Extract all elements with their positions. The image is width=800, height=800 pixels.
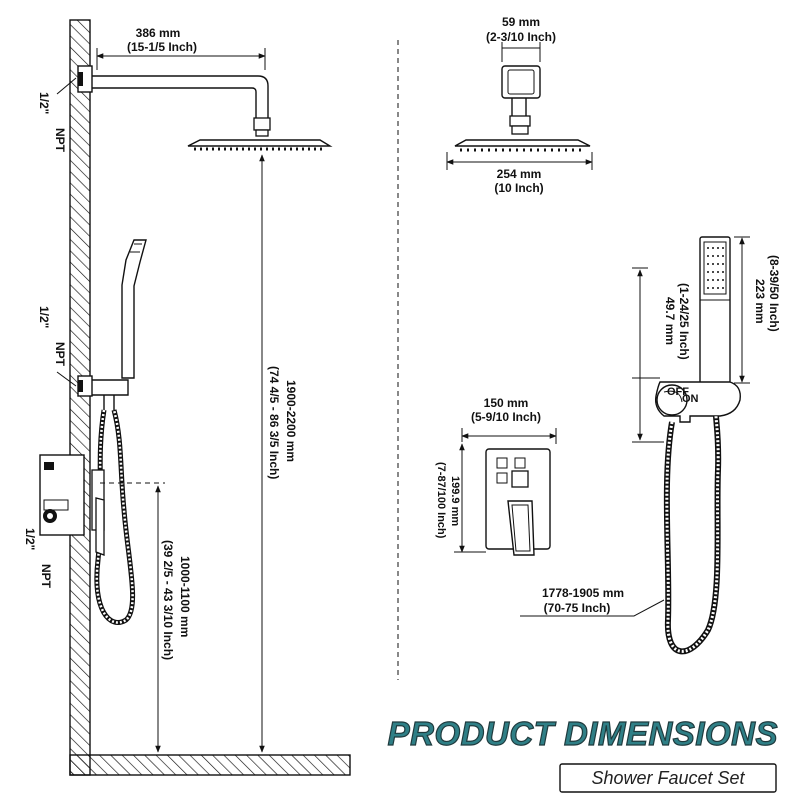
connector-label-mid: 1/2" NPT — [37, 306, 67, 367]
svg-text:223 mm: 223 mm — [753, 279, 767, 324]
product-banner: PRODUCT DIMENSIONS Shower Faucet Set — [387, 714, 778, 793]
valve-height-label: 1000-1100 mm (39 2/5 - 43 3/10 Inch) — [161, 540, 192, 660]
svg-text:ON: ON — [682, 393, 699, 405]
rain-head-side-view — [454, 65, 591, 152]
diverter-holder: OFF ON — [654, 381, 741, 423]
head-width-dimension: 254 mm (10 Inch) — [446, 152, 593, 195]
shower-arm — [77, 65, 271, 137]
svg-text:OFF: OFF — [667, 386, 689, 398]
head-width-mm: 254 mm — [497, 167, 542, 181]
svg-text:NPT: NPT — [53, 128, 67, 153]
flange-width-mm: 59 mm — [502, 15, 540, 29]
total-height-label: 1900-2200 mm (74 4/5 - 86 3/5 Inch) — [267, 366, 298, 479]
connector-label-top: 1/2" NPT — [37, 92, 67, 153]
wall-section — [69, 19, 91, 776]
flange-width-dimension: 59 mm (2-3/10 Inch) — [486, 15, 556, 62]
plate-height-label: 199.9 mm (7-87/100 Inch) — [435, 462, 461, 539]
valve-body — [39, 454, 105, 556]
valve-height-dimension — [100, 482, 165, 753]
arm-length-mm: 386 mm — [136, 26, 181, 40]
banner-title: PRODUCT DIMENSIONS — [388, 715, 778, 752]
connector-label-valve: 1/2" NPT — [23, 528, 53, 589]
hose-length-dimension: 1778-1905 mm (70-75 Inch) — [520, 586, 665, 617]
rain-shower-head — [187, 139, 333, 151]
svg-text:1000-1100 mm: 1000-1100 mm — [178, 556, 192, 637]
floor-section — [69, 754, 351, 776]
plate-width-inch: (5-9/10 Inch) — [471, 410, 541, 424]
handheld-width-label: 49.7 mm (1-24/25 Inch) — [663, 283, 691, 360]
svg-text:1900-2200 mm: 1900-2200 mm — [284, 380, 298, 462]
svg-text:49.7 mm: 49.7 mm — [663, 297, 677, 345]
arm-length-dimension: 386 mm (15-1/5 Inch) — [96, 26, 266, 70]
banner-subtitle: Shower Faucet Set — [591, 768, 745, 788]
svg-text:1/2": 1/2" — [37, 92, 51, 114]
handheld-hose — [663, 415, 722, 655]
svg-text:(7-87/100 Inch): (7-87/100 Inch) — [435, 462, 447, 539]
svg-text:(39 2/5 - 43 3/10 Inch): (39 2/5 - 43 3/10 Inch) — [161, 540, 175, 660]
plate-height-dimension — [454, 443, 486, 553]
handheld-length-dimension — [734, 236, 750, 384]
flange-width-inch: (2-3/10 Inch) — [486, 30, 556, 44]
handheld-length-label: 223 mm (8-39/50 Inch) — [753, 255, 781, 332]
svg-text:NPT: NPT — [53, 342, 67, 367]
plate-width-mm: 150 mm — [484, 396, 529, 410]
arm-length-inch: (15-1/5 Inch) — [127, 40, 197, 54]
svg-text:1/2": 1/2" — [37, 306, 51, 328]
svg-text:(8-39/50 Inch): (8-39/50 Inch) — [767, 255, 781, 332]
wall-handheld-shower — [77, 239, 147, 410]
plate-width-dimension: 150 mm (5-9/10 Inch) — [461, 396, 557, 444]
trim-plate — [485, 448, 551, 556]
svg-text:(1-24/25 Inch): (1-24/25 Inch) — [677, 283, 691, 360]
hose-length-mm: 1778-1905 mm — [542, 586, 624, 600]
svg-text:1/2": 1/2" — [23, 528, 37, 550]
handheld-width-dimension — [632, 267, 664, 443]
head-width-inch: (10 Inch) — [494, 181, 543, 195]
svg-text:NPT: NPT — [39, 564, 53, 589]
handheld-shower — [699, 236, 731, 384]
svg-text:199.9 mm: 199.9 mm — [449, 476, 461, 526]
svg-text:(74 4/5 - 86 3/5 Inch): (74 4/5 - 86 3/5 Inch) — [267, 366, 281, 479]
hose-length-inch: (70-75 Inch) — [544, 601, 611, 615]
